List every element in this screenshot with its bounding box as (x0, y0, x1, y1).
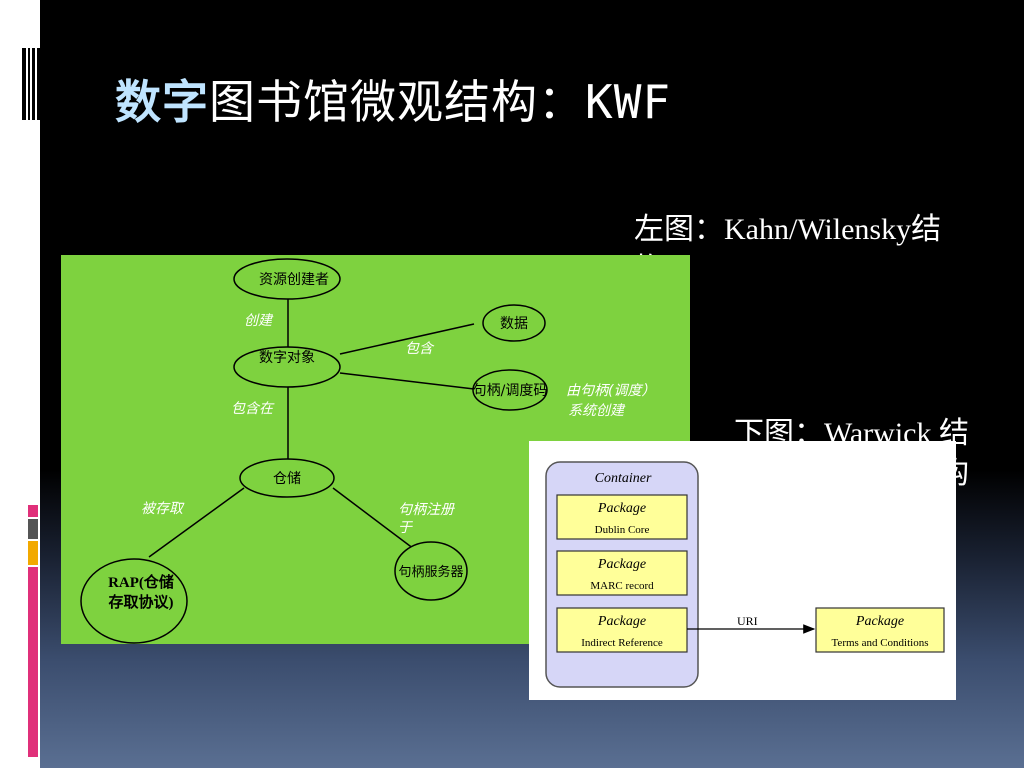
external-package-subtitle: Terms and Conditions (831, 637, 928, 649)
node-rap (80, 558, 188, 644)
package-1-title: Package (597, 501, 646, 516)
edge-accessed: 被存取 (141, 501, 185, 517)
package-box-2 (556, 550, 688, 596)
node-creator (233, 258, 341, 300)
node-data (482, 304, 546, 342)
node-handle (472, 369, 548, 411)
external-package-box (815, 607, 945, 653)
title-accent: 数字 (115, 75, 209, 129)
barcode-decoration (22, 48, 40, 120)
title-text: 图书馆微观结构： (209, 75, 585, 129)
edge-contained-in: 包含在 (231, 401, 275, 417)
node-digital-object (233, 346, 341, 388)
edge-registered-1: 句柄注册 (398, 502, 455, 518)
edge-handle-note-1: 由句柄(调度） (566, 383, 655, 399)
package-1-subtitle: Dublin Core (595, 524, 650, 536)
node-repository (239, 458, 335, 498)
warwick-diagram: Container Package Dublin Core Package MA… (529, 441, 956, 700)
slide-title: 数字图书馆微观结构：KWF (115, 66, 671, 132)
caption-left-line1: 左图：Kahn/Wilensky结 (634, 213, 942, 246)
edge-handle-note-2: 系统创建 (568, 403, 626, 419)
label-rap-1: RAP(仓储 (108, 573, 174, 591)
package-3-title: Package (597, 614, 646, 629)
title-latin: KWF (585, 75, 672, 129)
edge-create: 创建 (244, 313, 274, 329)
package-3-subtitle: Indirect Reference (581, 637, 663, 649)
external-package-title: Package (855, 614, 904, 629)
package-box-3 (556, 607, 688, 653)
edge-registered-2: 于 (398, 520, 413, 536)
label-repository: 仓储 (273, 471, 301, 487)
package-2-subtitle: MARC record (590, 580, 654, 592)
node-handle-server (394, 541, 468, 601)
label-creator: 资源创建者 (259, 272, 329, 288)
label-digital-object: 数字对象 (259, 350, 315, 366)
label-handle-server: 句柄服务器 (398, 564, 463, 580)
label-rap-2: 存取协议) (109, 593, 174, 611)
uri-label: URI (737, 614, 758, 628)
container-label: Container (595, 471, 652, 486)
label-handle: 句柄/调度码 (473, 383, 548, 399)
label-data: 数据 (500, 316, 528, 332)
package-box-1 (556, 494, 688, 540)
edge-contain: 包含 (405, 341, 435, 357)
package-2-title: Package (597, 557, 646, 572)
